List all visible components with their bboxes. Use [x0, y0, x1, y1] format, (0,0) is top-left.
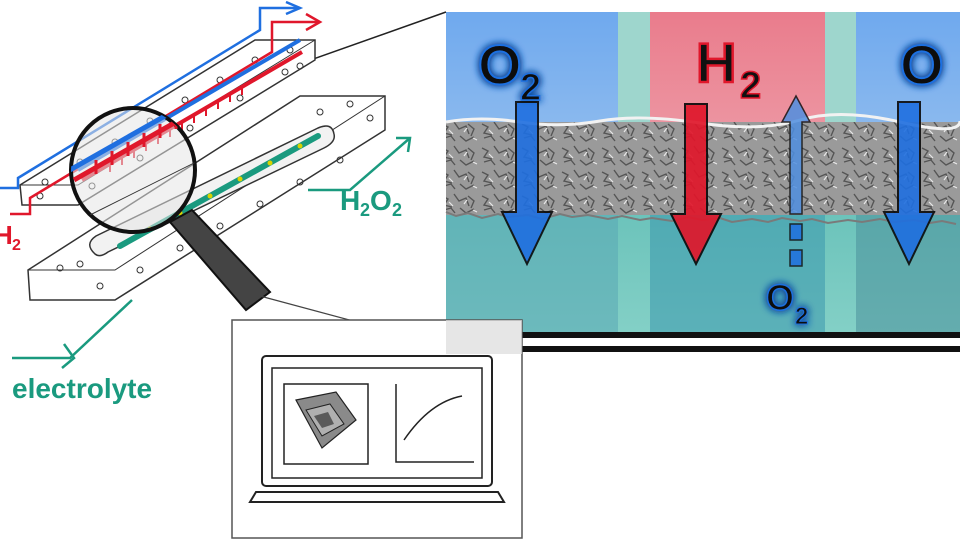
hydrogen-arrow: [669, 103, 723, 267]
oxygen-arrow-left: [500, 101, 554, 267]
base-plate-line-bottom: [446, 346, 960, 352]
gas-label-oxygen-crossover: O 2: [765, 276, 809, 330]
svg-text:2: 2: [520, 67, 541, 109]
gas-label-oxygen-right: O: [899, 32, 945, 97]
svg-text:O: O: [478, 33, 522, 96]
svg-text:H: H: [340, 185, 360, 216]
h2o2-outlet-arrow: [308, 136, 412, 192]
surface-plot-icon: [283, 383, 369, 465]
electrolyte-label: electrolyte: [12, 373, 152, 404]
oxygen-arrow-right: [882, 101, 936, 267]
oxygen-crossover-arrow: [780, 94, 812, 267]
line-plot-icon: [395, 384, 474, 463]
svg-text:2: 2: [392, 200, 402, 220]
electrolyte-inlet-arrow: [12, 299, 133, 369]
gas-label-oxygen-left: O 2: [477, 32, 542, 110]
laptop-base: [248, 491, 506, 503]
svg-text:2: 2: [795, 303, 808, 330]
svg-text:O: O: [766, 277, 794, 318]
svg-text:2: 2: [740, 65, 761, 107]
laptop-inset: [231, 319, 523, 539]
base-plate-line-top: [446, 332, 960, 338]
svg-text:O: O: [370, 185, 392, 216]
svg-text:2: 2: [360, 200, 370, 220]
gas-label-hydrogen: H 2: [695, 30, 762, 108]
svg-text:O: O: [900, 33, 944, 96]
svg-text:2: 2: [12, 237, 21, 254]
hydrogen-inlet-label: H 2: [0, 220, 21, 254]
h2o2-product-label: H 2 O 2: [340, 185, 402, 220]
svg-text:H: H: [0, 220, 13, 250]
svg-text:H: H: [696, 31, 736, 94]
